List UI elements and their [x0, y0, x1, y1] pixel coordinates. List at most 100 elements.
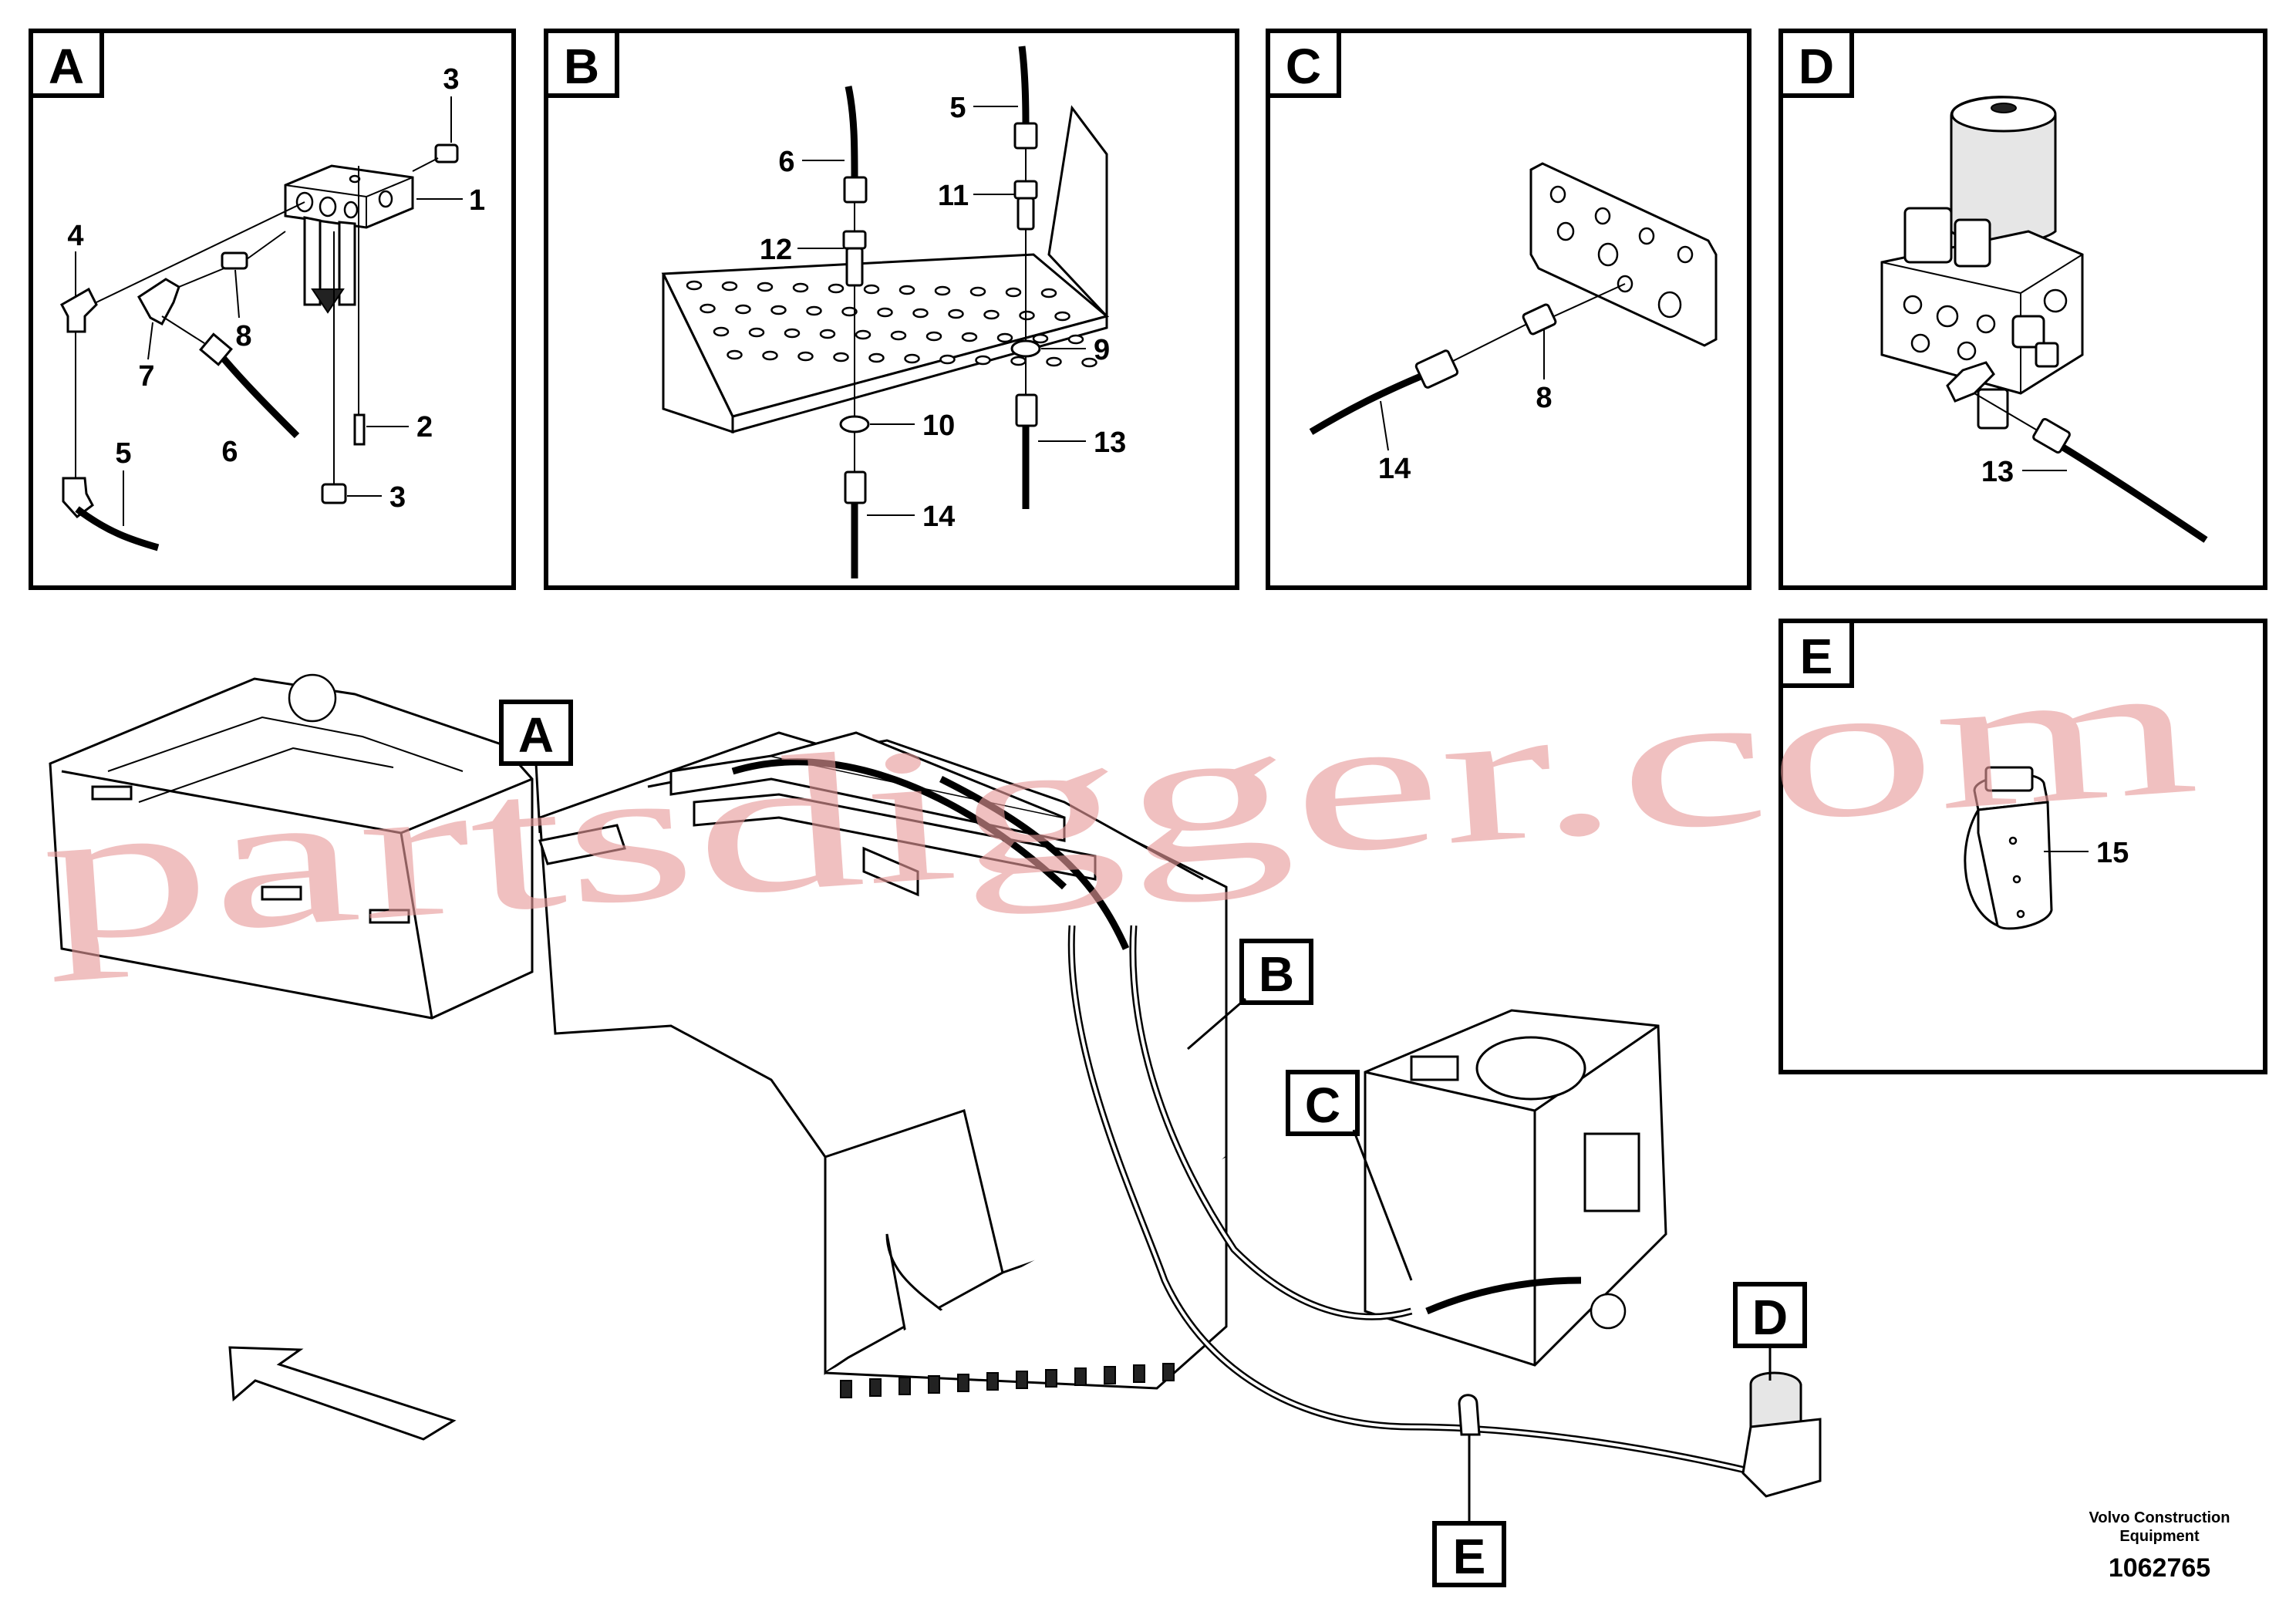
bracket-hole — [828, 283, 845, 294]
detail-panel-d: D 13 — [1778, 29, 2267, 590]
callout-b-11: 11 — [938, 180, 969, 212]
callout-b-6: 6 — [778, 146, 794, 178]
callout-a-6: 6 — [221, 436, 238, 468]
bracket-hole — [912, 308, 929, 319]
bracket-hole — [700, 303, 716, 314]
panel-a-callouts: 3 1 4 8 7 6 2 5 3 — [67, 63, 485, 526]
direction-arrow — [228, 1346, 457, 1441]
callout-a-5: 5 — [115, 437, 131, 470]
bracket-hole — [904, 353, 920, 364]
bracket-hole — [833, 352, 849, 363]
bracket-hole — [983, 309, 1000, 320]
callout-b-14: 14 — [922, 501, 955, 533]
hose-13-illustration — [1974, 393, 2208, 543]
overview-tag-c: C — [1305, 1077, 1340, 1133]
callout-b-12: 12 — [760, 234, 792, 266]
bracket-hole — [735, 304, 751, 315]
panel-b-callouts: 6 5 11 12 9 10 13 14 — [760, 92, 1126, 533]
callout-c-14: 14 — [1378, 453, 1411, 485]
overview-callout-tags: A B C D E — [499, 700, 1807, 1587]
frame-bolt — [1074, 1367, 1087, 1386]
bracket-hole — [1010, 356, 1027, 366]
bracket-hole — [899, 285, 915, 295]
callout-b-5: 5 — [949, 92, 966, 124]
bracket-hole — [890, 330, 907, 341]
panel-e-callouts: 15 — [2044, 837, 2129, 869]
bracket-hole — [877, 307, 893, 318]
bracket-hole — [996, 332, 1013, 343]
frame-bolt — [957, 1374, 969, 1392]
frame-bolt — [1133, 1364, 1145, 1383]
bracket-hole — [939, 354, 956, 365]
frame-bolt — [1162, 1363, 1175, 1381]
frame-bolt — [869, 1378, 882, 1397]
bracket-hole — [1067, 334, 1084, 345]
detail-panel-c: C 8 14 — [1266, 29, 1752, 590]
bracket-hole — [806, 305, 822, 316]
frame-bolts-row — [840, 1363, 1175, 1398]
mounting-plate-illustration — [1529, 162, 1718, 347]
bracket-hole — [819, 329, 836, 339]
boom-bars — [669, 731, 1097, 897]
hose-clamp-illustration — [1964, 766, 2053, 930]
overview-tag-b: B — [1259, 946, 1294, 1002]
bracket-hole — [948, 309, 964, 319]
bracket-hole — [868, 352, 885, 363]
callout-a-1: 1 — [469, 184, 485, 217]
bracket-holes — [686, 280, 1097, 368]
panel-d-callouts: 13 — [1981, 456, 2067, 488]
bracket-hole — [1040, 288, 1057, 298]
panel-c-callouts: 8 14 — [1378, 330, 1553, 485]
hydraulic-tank — [1364, 1009, 1667, 1367]
bracket-hole — [1054, 311, 1070, 322]
hose-and-adapter-illustration — [1309, 283, 1626, 435]
overview-clamp — [1458, 1394, 1481, 1436]
bracket-hole — [1081, 357, 1097, 368]
bracket-hole — [757, 282, 774, 292]
bracket-hole — [855, 329, 872, 340]
bracket-hole — [1019, 310, 1035, 321]
bracket-hole — [925, 331, 942, 342]
steering-cylinder — [538, 824, 626, 865]
callout-e-15: 15 — [2096, 837, 2129, 869]
overview-tag-d: D — [1752, 1290, 1788, 1345]
bracket-hole — [1005, 287, 1022, 298]
callout-a-7: 7 — [138, 360, 154, 393]
callout-b-10: 10 — [922, 410, 955, 442]
bracket-hole — [863, 284, 880, 295]
panel-d-label: D — [1799, 39, 1834, 94]
bracket-hole — [961, 332, 978, 342]
fittings-column-left — [839, 86, 870, 578]
bracket-hole — [762, 350, 778, 361]
bracket-hole — [686, 280, 703, 291]
callout-a-4: 4 — [67, 220, 83, 252]
bracket-hole — [1032, 333, 1049, 344]
panel-e-label: E — [1800, 629, 1833, 684]
bracket-hole — [721, 281, 738, 292]
bracket-hole — [1046, 356, 1062, 367]
callout-d-13: 13 — [1981, 456, 2014, 488]
footer-doc-number: 1062765 — [2109, 1553, 2210, 1583]
callout-b-9: 9 — [1094, 334, 1110, 366]
panel-a-label: A — [49, 39, 84, 94]
machine-overview: A B C D E — [49, 673, 1822, 1587]
valve-block-illustration — [1880, 96, 2084, 430]
panel-b-label: B — [564, 39, 599, 94]
callout-a-3-bottom: 3 — [389, 481, 406, 514]
footer-company-line1: Volvo Construction — [2089, 1509, 2230, 1526]
frame-bolt — [1016, 1371, 1028, 1389]
detail-panel-e: E 15 — [1778, 619, 2267, 1074]
footer-block: Volvo Construction Equipment 1062765 — [2089, 1509, 2230, 1583]
bracket-hole — [784, 328, 801, 339]
callout-c-8: 8 — [1536, 382, 1552, 414]
bracket-hole — [748, 327, 765, 338]
rear-frame — [49, 673, 534, 1020]
frame-bolt — [928, 1375, 940, 1394]
hose-routing — [731, 758, 1775, 1481]
footer-company-line2: Equipment — [2119, 1528, 2200, 1545]
overview-tag-e: E — [1453, 1529, 1486, 1584]
frame-bolt — [899, 1377, 911, 1395]
overview-tag-a: A — [518, 707, 554, 763]
bracket-hole — [713, 326, 730, 337]
frame-bolt — [1104, 1366, 1116, 1384]
